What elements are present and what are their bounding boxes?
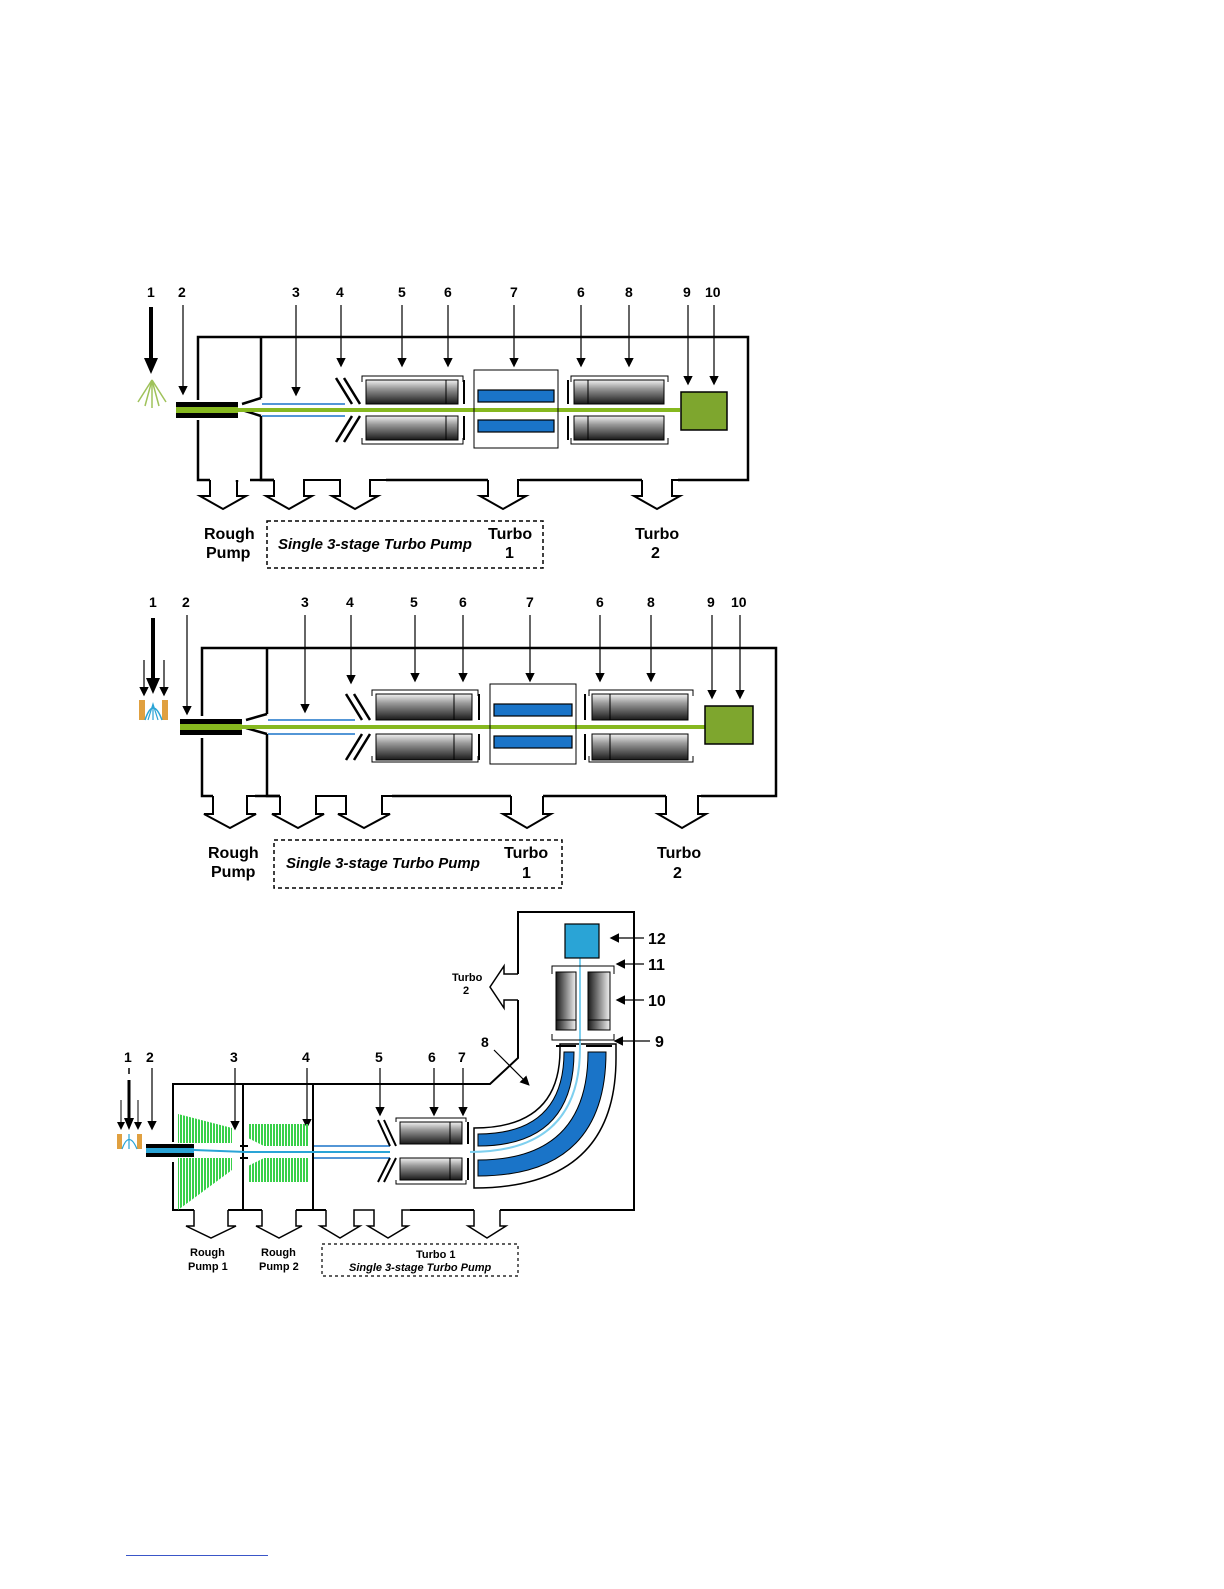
capillary: [146, 1144, 194, 1148]
callout-number: 11: [648, 957, 665, 974]
callout-number: 6: [428, 1049, 436, 1065]
callout-number: 7: [458, 1049, 466, 1065]
turbo-1-label: 1: [505, 545, 514, 562]
nebulizer-source-icon: [139, 618, 168, 720]
panel-2-callout-numbers: 1 2 3 4 5 6 7 6 8 9 10: [149, 594, 747, 610]
rough-pump-1-label: Pump 1: [188, 1261, 228, 1273]
ion-beam: [194, 1150, 390, 1152]
callout-number: 6: [577, 284, 585, 300]
turbo-pump-box-label: Single 3-stage Turbo Pump: [349, 1262, 491, 1274]
rough-pump-label: Rough: [208, 845, 259, 862]
panel-3-pump-outlets: [186, 1210, 506, 1238]
turbo-1-label: Turbo: [504, 845, 548, 862]
detector: [705, 706, 753, 744]
turbo-1-label: 1: [522, 865, 531, 882]
callout-number: 9: [683, 284, 691, 300]
stacked-ring-ion-guide-3: [178, 1114, 248, 1210]
callout-number: 3: [301, 594, 309, 610]
turbo-2-label: 2: [673, 865, 682, 882]
rough-pump-2-label: Pump 2: [259, 1261, 299, 1273]
panel-2-housing: [202, 648, 776, 796]
panel-1-callout-numbers: 1 2 3 4 5 6 7 6 8 9 10: [147, 284, 721, 300]
spray-source-icon: [138, 307, 166, 408]
callout-number: 4: [346, 594, 354, 610]
callout-number: 12: [648, 931, 666, 948]
callout-number: 2: [146, 1049, 154, 1065]
turbo-2-label: Turbo: [452, 972, 483, 984]
callout-number: 3: [292, 284, 300, 300]
callout-number: 2: [178, 284, 186, 300]
panel-1-diagram: 1 2 3 4 5 6 7 6 8 9 10: [138, 284, 748, 568]
lens-assembly-6: [396, 1118, 468, 1184]
turbo-1-label: Turbo: [488, 526, 532, 543]
detector: [565, 924, 599, 958]
rough-pump-2-label: Rough: [261, 1247, 296, 1259]
turbo-2-label: 2: [651, 545, 660, 562]
rough-pump-label: Pump: [211, 864, 256, 881]
callout-number: 6: [444, 284, 452, 300]
footnote-rule: [126, 1555, 268, 1556]
rough-pump-label: Rough: [204, 526, 255, 543]
rough-pump-label: Pump: [206, 545, 251, 562]
callout-number: 10: [705, 284, 721, 300]
callout-number: 3: [230, 1049, 238, 1065]
panel-2-diagram: 1 2 3 4 5 6 7 6 8 9 10: [139, 594, 776, 888]
turbo-1-label: Turbo 1: [416, 1249, 456, 1261]
capillary: [176, 402, 238, 407]
turbo-pump-box-label: Single 3-stage Turbo Pump: [286, 855, 480, 872]
callout-number: 1: [124, 1049, 132, 1065]
callout-number: 5: [410, 594, 418, 610]
callout-number: 8: [481, 1034, 489, 1050]
turbo-2-outlet-arrow: [490, 966, 518, 1008]
panel-3-right-callout-arrows: [612, 938, 650, 1041]
callout-number: 5: [398, 284, 406, 300]
callout-number: 7: [510, 284, 518, 300]
turbo-2-label: Turbo: [657, 845, 701, 862]
callout-number: 8: [625, 284, 633, 300]
callout-number: 4: [302, 1049, 310, 1065]
quadrupole-7: [490, 684, 576, 764]
capillary: [180, 719, 242, 724]
rough-pump-1-label: Rough: [190, 1247, 225, 1259]
callout-number: 5: [375, 1049, 383, 1065]
panel-1-pump-outlets: [200, 480, 680, 509]
nebulizer-source-icon: [117, 1068, 142, 1149]
panel-3-diagram: 1 2 3 4 5 6 7 8: [117, 912, 666, 1276]
callout-number: 10: [731, 594, 747, 610]
panel-2-pump-outlets: [204, 796, 706, 828]
callout-number: 6: [596, 594, 604, 610]
callout-number: 9: [707, 594, 715, 610]
turbo-pump-box-label: Single 3-stage Turbo Pump: [278, 536, 472, 553]
detector: [681, 392, 727, 430]
panel-3-callout-arrows: [152, 1050, 528, 1128]
callout-number: 4: [336, 284, 344, 300]
lens-assembly-10: [552, 966, 614, 1040]
callout-number: 7: [526, 594, 534, 610]
callout-number: 8: [647, 594, 655, 610]
turbo-2-label: Turbo: [635, 526, 679, 543]
callout-number: 9: [655, 1034, 664, 1051]
turbo-2-label: 2: [463, 985, 469, 997]
callout-number: 1: [149, 594, 157, 610]
panel-3-callout-numbers: 1 2 3 4 5 6 7 8: [124, 1034, 489, 1065]
callout-number: 10: [648, 993, 666, 1010]
callout-number: 2: [182, 594, 190, 610]
callout-number: 1: [147, 284, 155, 300]
callout-number: 6: [459, 594, 467, 610]
